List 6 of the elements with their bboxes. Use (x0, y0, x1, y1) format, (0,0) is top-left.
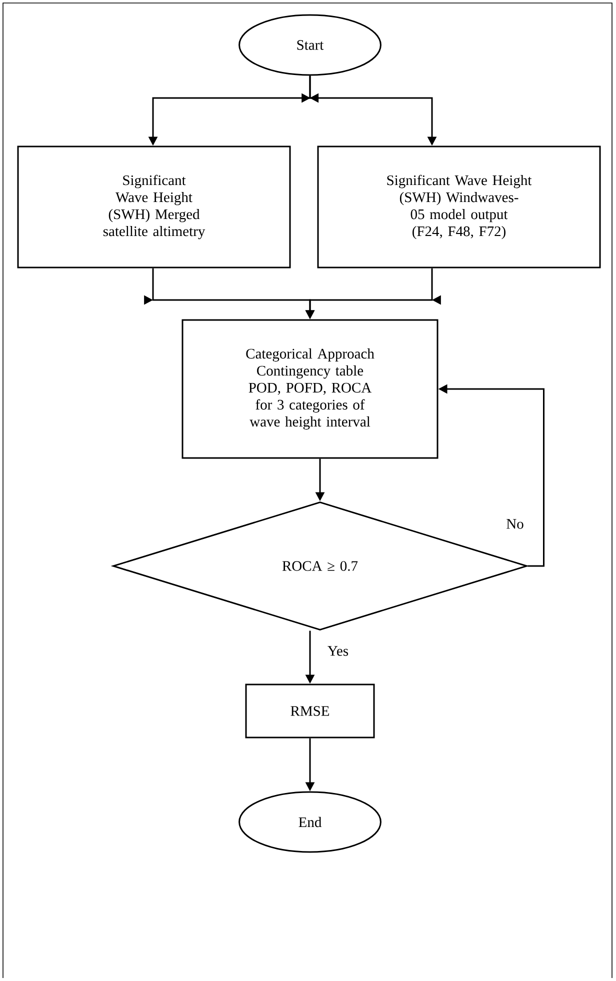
process-box: Significant Wave Height (SWH) Windwaves-05 model output (F24, F48, F72) (317, 146, 601, 268)
edge-label: No (505, 518, 525, 530)
edge-label: Yes (326, 645, 350, 657)
process-box: RMSE (245, 684, 375, 738)
process-box: Categorical Approach Contingency table POD, POFD, ROCA for 3 categories of wave height interval (182, 319, 438, 459)
process-box: Significant Wave Height (SWH) Merged satellite altimetry (17, 146, 291, 268)
